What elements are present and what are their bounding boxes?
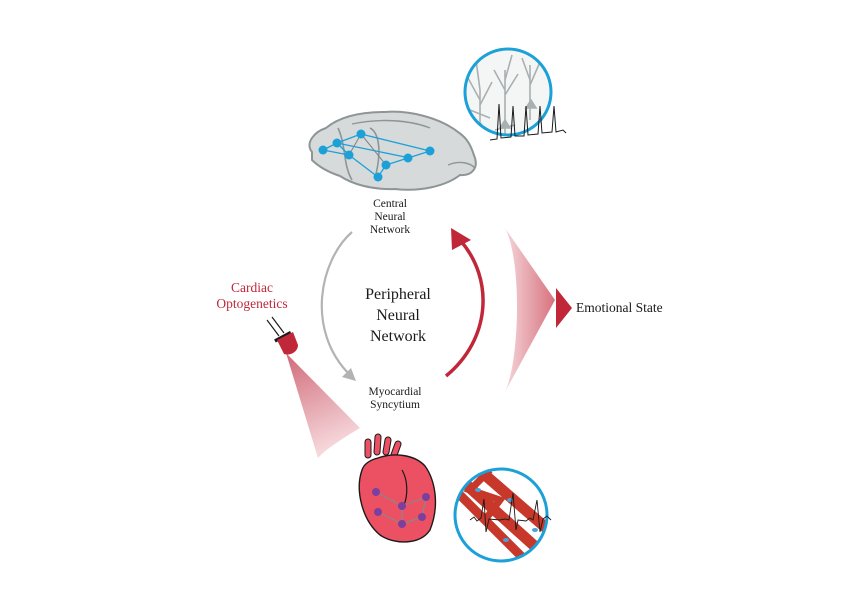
label-line: Optogenetics (216, 295, 288, 311)
label-line: Cardiac (231, 280, 273, 295)
cardiac-optogenetics-label: Cardiac Optogenetics (202, 280, 302, 311)
emotional-state-label: Emotional State (576, 300, 663, 315)
label-line: Network (369, 224, 411, 237)
label-line: Syncytium (370, 399, 420, 412)
red-arrow (444, 228, 485, 378)
label-line: Network (370, 327, 426, 345)
label-line: Neural (376, 306, 420, 324)
myocardial-syncytium-label: Myocardial Syncytium (355, 386, 435, 412)
led-optogenetics-icon (266, 316, 360, 458)
peripheral-neural-network-label: Peripheral Neural Network (350, 285, 446, 347)
label-line: Myocardial (368, 386, 422, 398)
neuron-inset-icon (463, 47, 567, 141)
label-line: Neural (374, 211, 406, 224)
cardiomyocyte-inset-icon (453, 467, 552, 563)
gray-arrow (320, 231, 356, 381)
label-line: Central (373, 198, 407, 210)
emotional-state-fan-icon (505, 228, 572, 392)
central-neural-network-label: Central Neural Network (355, 198, 425, 238)
heart-icon (358, 433, 437, 543)
brain-icon (308, 110, 477, 191)
label-line: Peripheral (365, 286, 431, 303)
